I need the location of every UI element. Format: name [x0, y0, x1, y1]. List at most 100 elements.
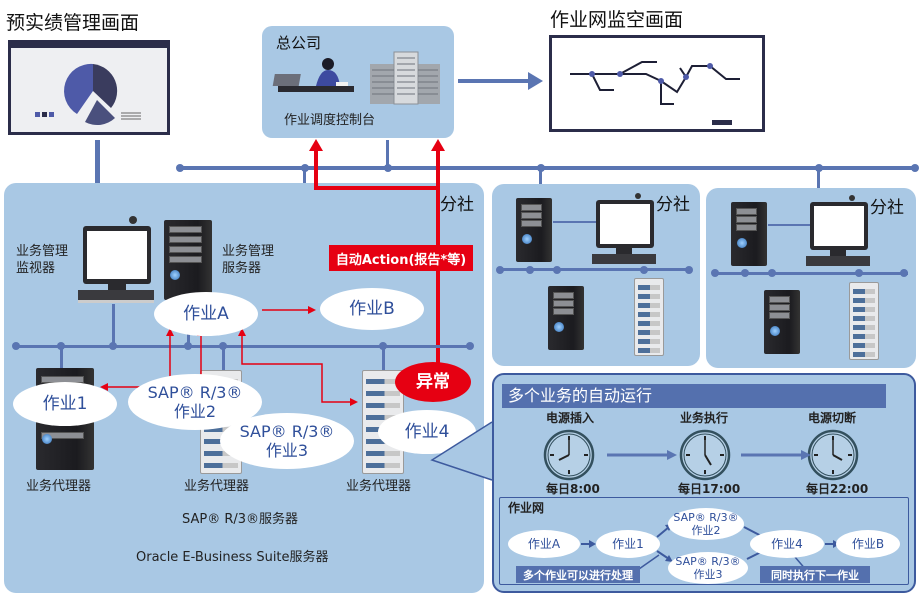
branch-drop-line [539, 168, 542, 186]
performance-screen-icon [8, 40, 170, 135]
arrow-right-icon [528, 72, 543, 90]
next-job-note: 同时执行下一作业 [760, 566, 870, 583]
job-3-line2: 作业3 [265, 441, 309, 460]
oracle-server-label: Oracle E-Business Suite服务器 [136, 550, 329, 565]
agent-label: 业务代理器 [346, 479, 412, 494]
network-node [640, 266, 648, 274]
net-job-3-node[interactable]: SAP® R/3® 作业3 [668, 552, 748, 584]
net-job-2-line2: 作业2 [691, 524, 721, 537]
step-label: 电源切断 [808, 411, 857, 425]
alert-arrow-up-icon [309, 139, 323, 151]
branch-rack-icon [634, 278, 664, 356]
job-b-node[interactable]: 作业B [320, 288, 424, 330]
job-3-line1: SAP® R/3® [239, 422, 335, 441]
job-1-node[interactable]: 作业1 [13, 382, 117, 426]
net-job-a-node[interactable]: 作业A [508, 530, 580, 558]
network-node [109, 342, 117, 350]
step-label: 电源插入 [546, 411, 595, 425]
job-a-node[interactable]: 作业A [154, 292, 258, 336]
net-job-2-node[interactable]: SAP® R/3® 作业2 [668, 508, 744, 540]
performance-link-line [95, 140, 100, 208]
error-badge: 异常 [395, 362, 471, 402]
callout-pointer [430, 421, 493, 481]
network-node [496, 266, 504, 274]
sap-server-label: SAP® R/3®服务器 [182, 512, 299, 527]
network-node [855, 269, 863, 277]
network-node [526, 266, 534, 274]
step-time: 每日8:00 [546, 482, 600, 496]
lan-drop-line [222, 346, 225, 370]
job-4-node[interactable]: 作业4 [378, 410, 476, 454]
network-node [466, 342, 474, 350]
network-node [184, 342, 192, 350]
network-node [768, 269, 776, 277]
branch-label: 分社 [656, 195, 690, 215]
branch-lan-line [500, 268, 690, 271]
clock-22-icon [807, 429, 859, 481]
console-label: 作业调度控制台 [284, 113, 376, 128]
network-node [741, 269, 749, 277]
branch-monitor-icon [592, 193, 656, 264]
branch-server-icon [731, 202, 767, 266]
job-net-title: 作业网 [508, 501, 545, 515]
network-node [176, 164, 184, 172]
job-net-box [499, 497, 909, 585]
step-time: 每日17:00 [678, 482, 741, 496]
alert-path-line [314, 186, 440, 190]
headquarters-title: 总公司 [276, 34, 322, 52]
network-node [911, 164, 919, 172]
branch-rack-icon [849, 282, 879, 360]
branch-lan-line [14, 345, 472, 348]
clock-8-icon [543, 429, 595, 481]
backbone-network-line [180, 166, 916, 170]
arrow-right-icon [741, 450, 811, 460]
arrow-right-icon [607, 450, 677, 460]
lan-drop-line [187, 325, 190, 345]
performance-screen-title: 预实绩管理画面 [6, 12, 140, 34]
alert-path-line [314, 150, 318, 190]
auto-run-title: 多个业务的自动运行 [502, 384, 886, 408]
branch-drop-line [817, 168, 820, 188]
hq-drop-line [386, 140, 389, 168]
step-time: 每日22:00 [806, 482, 869, 496]
branch-label: 分社 [440, 195, 474, 215]
branch-label: 分社 [870, 198, 904, 218]
lan-drop-line [112, 304, 115, 346]
hq-to-monitor-line [458, 79, 530, 83]
network-monitor-screen-icon [549, 35, 765, 132]
alert-arrow-up-icon [431, 139, 445, 151]
agent-label: 业务代理器 [184, 479, 250, 494]
net-job-2-line1: SAP® R/3® [673, 511, 739, 524]
monitor-label-line1: 业务管理 [16, 244, 69, 259]
net-job-3-line1: SAP® R/3® [675, 555, 741, 568]
server-label-line2: 服务器 [222, 261, 262, 276]
network-node [685, 266, 693, 274]
network-node [12, 342, 20, 350]
lan-drop-line [382, 346, 385, 370]
branch-server-icon [548, 286, 584, 350]
lan-drop-line [553, 221, 597, 223]
net-job-1-node[interactable]: 作业1 [596, 530, 660, 558]
branch-server-icon [764, 290, 800, 354]
pie-chart-icon [35, 63, 141, 126]
building-icon [370, 51, 440, 105]
network-node [711, 269, 719, 277]
net-job-4-node[interactable]: 作业4 [750, 530, 824, 558]
monitor-label-line2: 监视器 [16, 261, 56, 276]
management-server-icon [164, 220, 212, 300]
branch-server-icon [516, 198, 552, 262]
network-node [900, 269, 908, 277]
branch-lan-line [714, 272, 908, 275]
network-node [553, 266, 561, 274]
clock-17-icon [679, 429, 731, 481]
lan-drop-line [60, 346, 63, 368]
parallel-note: 多个作业可以进行处理 [516, 566, 640, 583]
branch-drop-line [303, 168, 306, 186]
net-job-b-node[interactable]: 作业B [836, 530, 900, 558]
job-3-node[interactable]: SAP® R/3® 作业3 [220, 413, 354, 469]
server-label-line1: 业务管理 [222, 244, 275, 259]
network-monitor-screen-title: 作业网监空画面 [550, 9, 684, 31]
lan-drop-line [768, 224, 810, 226]
agent-label: 业务代理器 [26, 479, 92, 494]
job-2-line2: 作业2 [173, 402, 217, 421]
